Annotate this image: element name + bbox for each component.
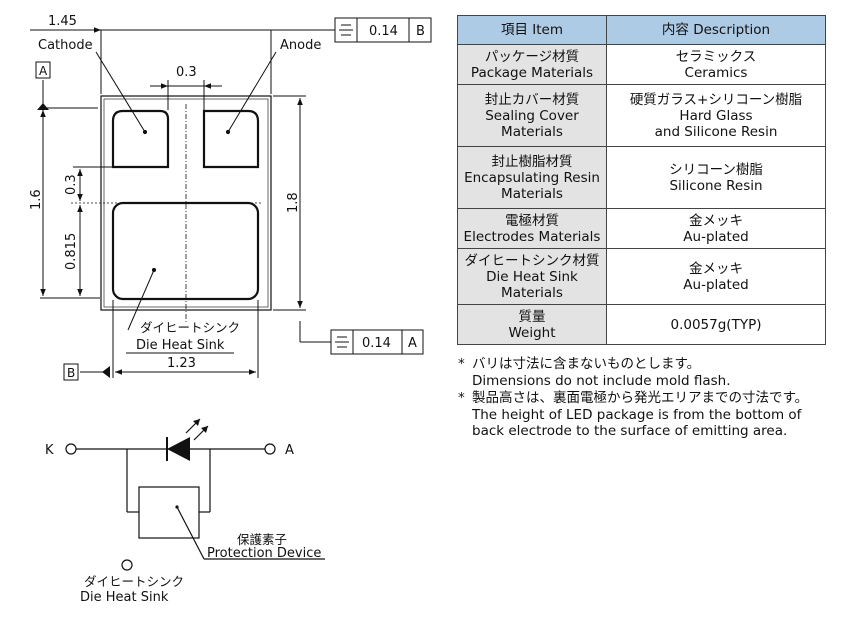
notes: * バリは寸法に含まないものとします。Dimensions do not incl… (458, 356, 808, 441)
terminal-k (65, 443, 77, 455)
note-mark: * (458, 390, 465, 406)
cell-line: 封止樹脂材質 (491, 153, 573, 170)
circuit-heatsink-en: Die Heat Sink (80, 590, 169, 605)
cathode-label: Cathode (38, 38, 93, 53)
cell-line: Materials (501, 123, 563, 140)
cell-line: 質量 (518, 308, 546, 325)
cell-line: Encapsulating Resin (464, 169, 600, 186)
tol-bottom-value: 0.14 (362, 336, 391, 351)
dim-gap: 0.3 (176, 65, 197, 80)
cell-line: Silicone Resin (669, 177, 763, 194)
cell-line: Au-plated (683, 276, 749, 293)
datum-b: B (67, 366, 75, 380)
table-header-row: 項目 Item 内容 Description (457, 15, 826, 45)
cell-line: セラミックス (675, 48, 757, 65)
cell-line: 電極材質 (505, 212, 559, 229)
dim-width-total: 1.45 (48, 14, 77, 29)
cell-line: Package Materials (470, 64, 594, 81)
heatsink-label-ja: ダイヒートシンク (140, 320, 240, 335)
cell-line: 0.0057g(TYP) (670, 316, 762, 333)
terminal-a (264, 443, 276, 455)
cell-line: 封止カバー材質 (484, 91, 580, 108)
tol-bottom-ref: A (408, 336, 417, 351)
anode-label: Anode (280, 38, 321, 53)
datum-a: A (39, 64, 48, 78)
cell-line: Materials (501, 185, 563, 202)
cell-line: 金メッキ (689, 260, 743, 277)
cell-line: シリコーン樹脂 (669, 161, 763, 178)
note-en: The height of LED package is from the bo… (472, 406, 802, 423)
dim-height-inner: 1.8 (286, 192, 301, 213)
cell-line: Die Heat Sink (486, 268, 578, 285)
heatsink-terminal (121, 559, 133, 571)
cell-line: Hard Glass (679, 107, 753, 124)
cell-line: Sealing Cover (485, 107, 579, 124)
cell-line: Au-plated (683, 228, 749, 245)
anode-pad (202, 109, 260, 169)
note-ja: 製品高さは、裏面電極から発光エリアまでの寸法です。 (472, 390, 809, 406)
led-diode-icon (167, 437, 190, 461)
note-en: Dimensions do not include mold flash. (472, 372, 731, 389)
protection-label-en: Protection Device (207, 546, 321, 561)
header-item: 項目 Item (457, 15, 607, 45)
dim-sink-height: 0.815 (64, 233, 79, 270)
dim-pad-height: 0.3 (64, 174, 79, 195)
dim-sink-width: 1.23 (167, 356, 196, 371)
cell-line: Materials (501, 284, 563, 301)
tol-top-value: 0.14 (369, 24, 398, 39)
heatsink-label-en: Die Heat Sink (136, 338, 225, 353)
circuit-heatsink-ja: ダイヒートシンク (84, 574, 184, 589)
note-en: back electrode to the surface of emittin… (472, 423, 788, 439)
heat-sink-pad (111, 201, 260, 301)
desc-cell: 0.0057g(TYP) (606, 304, 826, 345)
cell-line: ダイヒートシンク材質 (464, 252, 600, 269)
header-desc: 内容 Description (606, 15, 826, 45)
cell-line: 金メッキ (689, 212, 743, 229)
cathode-pad (111, 109, 170, 169)
cell-line: Ceramics (684, 64, 748, 81)
dim-height-total: 1.6 (29, 189, 44, 210)
tol-top-ref: B (416, 24, 425, 39)
cell-line: 硬質ガラス+シリコーン樹脂 (629, 91, 803, 108)
protection-device (138, 486, 200, 539)
circuit-label-a: A (285, 443, 294, 458)
note-ja: バリは寸法に含まないものとします。 (472, 356, 701, 372)
cell-line: Weight (508, 324, 556, 341)
circuit-label-k: K (45, 443, 54, 458)
cell-line: Electrodes Materials (463, 228, 601, 245)
cell-line: パッケージ材質 (484, 48, 580, 65)
note-item: * 製品高さは、裏面電極から発光エリアまでの寸法です。The height of … (458, 390, 808, 440)
note-mark: * (458, 356, 465, 372)
cell-line: and Silicone Resin (654, 123, 778, 140)
note-item: * バリは寸法に含まないものとします。Dimensions do not incl… (458, 356, 808, 389)
protection-label-ja: 保護素子 (237, 532, 287, 547)
